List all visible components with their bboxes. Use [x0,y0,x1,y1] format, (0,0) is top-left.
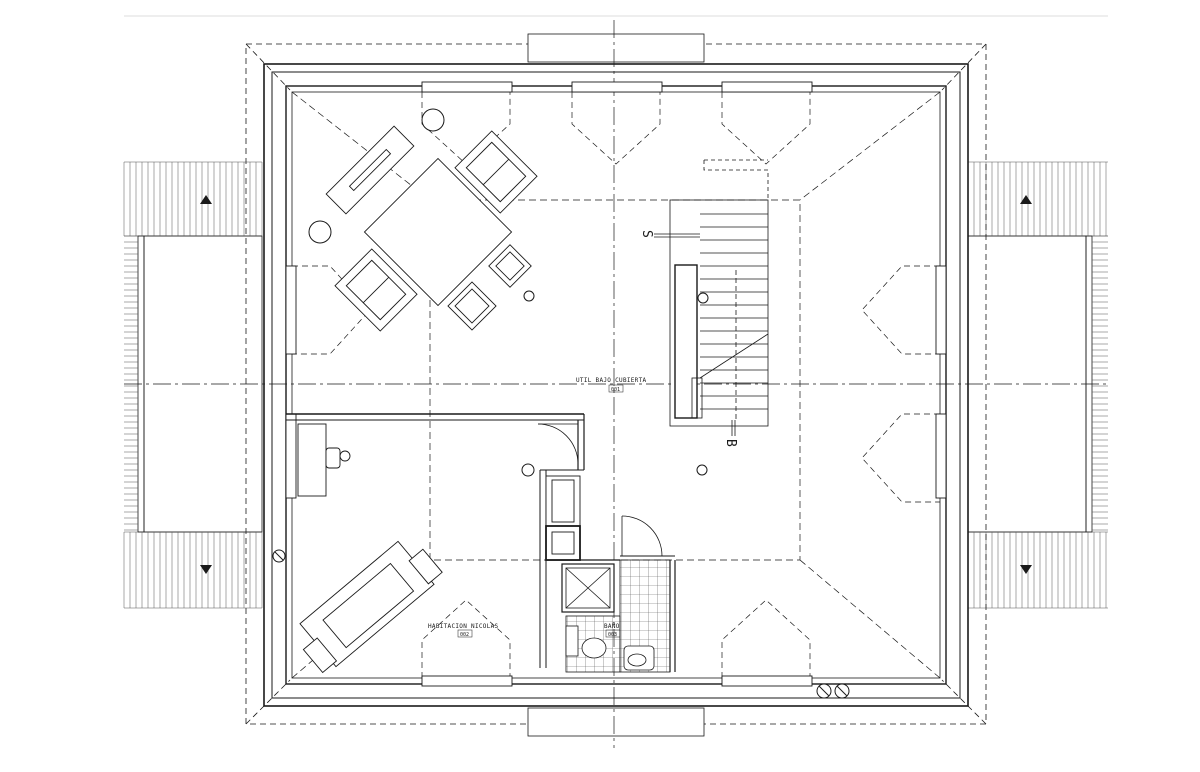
round-posts [308,108,709,477]
interior-walls [286,413,676,672]
dormer-gable [571,92,661,165]
window-frame [935,413,947,499]
room-code-bath: 003 [608,632,617,638]
window-frame [285,413,297,499]
top-roof-box [527,33,705,63]
sofa-top [454,130,538,214]
arrow-up-icon [1020,195,1032,204]
room-label-bedroom: HABITACION NICOLAS [428,623,499,630]
window-frame [571,81,663,93]
room-label-util: UTIL BAJO CUBIERTA [576,377,647,384]
arrow-down-icon [1020,565,1032,574]
window-frame [421,675,513,687]
chair-2 [488,244,532,288]
bathroom [561,559,671,673]
stair-up-mark: S [639,230,654,238]
window-frame [285,265,297,355]
stair [654,159,769,436]
living-furniture [325,125,538,332]
fittings [272,549,850,699]
desk [297,423,351,497]
dormer-gable [861,413,940,503]
right-balcony [967,161,1108,609]
sofa-left [334,248,418,332]
room-labels: UTIL BAJO CUBIERTA 001 HABITACION NICOLA… [428,377,647,638]
window-frame [721,81,813,93]
window-frame [721,675,813,687]
windows [285,81,947,687]
window-frame [421,81,513,93]
dormer-gable [421,599,511,678]
dormer-gable [721,599,811,678]
room-code-util: 001 [611,387,620,393]
dormer-gable [721,92,811,165]
bottom-roof-box [527,707,705,737]
tv-cabinet [325,125,415,215]
coffee-table [363,157,513,307]
direction-arrows [200,195,1032,574]
axis-lines [124,20,1108,748]
arrow-down-icon [200,565,212,574]
arrow-up-icon [200,195,212,204]
stair-down-mark: B [723,439,738,447]
dormer-gable [861,265,940,355]
chair-1 [447,281,497,331]
wardrobe [545,475,581,561]
room-code-bedroom: 002 [460,632,469,638]
dormer-gable [292,265,371,355]
room-label-bath: BAÑO [604,623,620,630]
window-frame [935,265,947,355]
sofa-bed [299,540,443,674]
left-balcony [124,161,263,609]
